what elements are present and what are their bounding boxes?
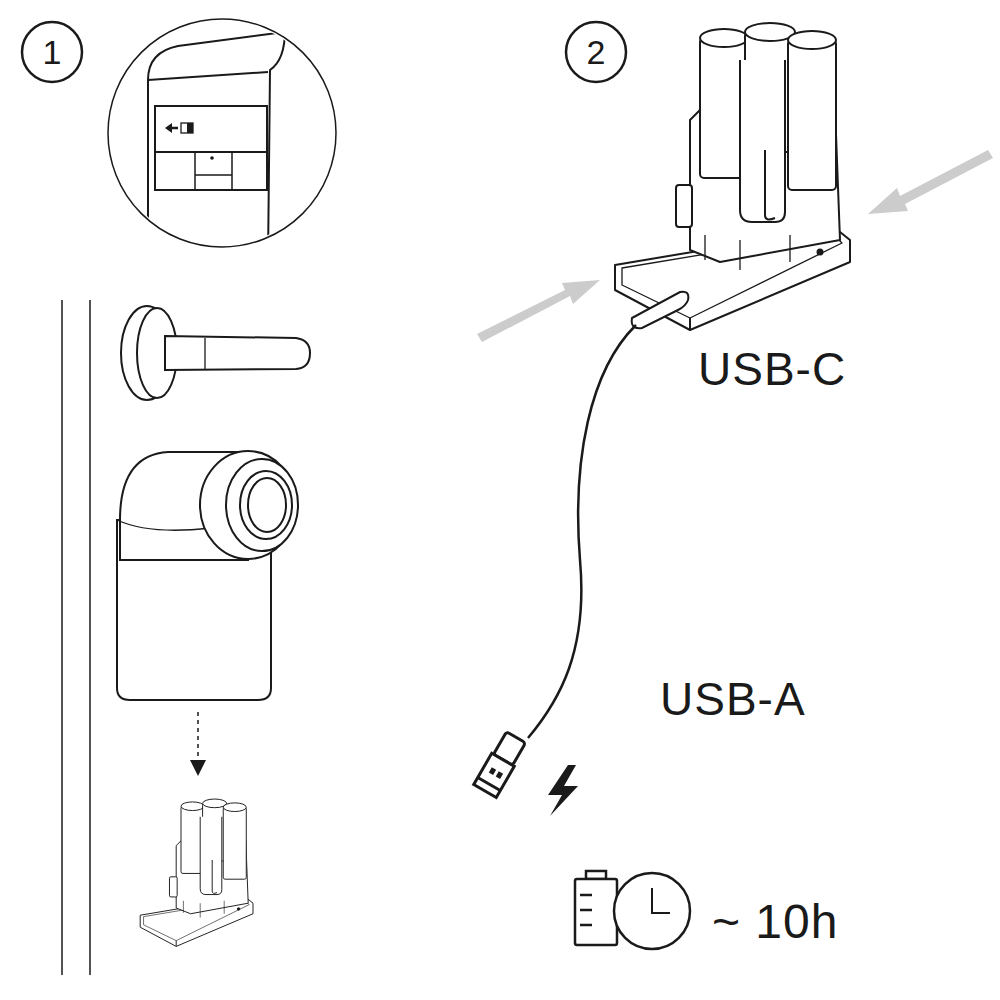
callout-number-text: 1 xyxy=(20,20,84,84)
label-text: USB-C xyxy=(698,346,846,392)
door-handle xyxy=(121,306,310,400)
push-arrow xyxy=(868,150,993,214)
callout-number: 2 xyxy=(564,20,628,84)
arrow-head xyxy=(190,760,206,776)
lightning-icon xyxy=(548,765,578,816)
callout-number: 1 xyxy=(20,20,84,84)
dashed-arrow xyxy=(197,712,199,762)
label-text: USB-A xyxy=(660,676,806,722)
door-edge xyxy=(62,300,90,975)
usb-cable xyxy=(474,292,689,798)
label-text: ~ 10h xyxy=(712,898,838,946)
lock-detail xyxy=(148,30,300,260)
smart-lock xyxy=(117,451,298,700)
battery-pack xyxy=(615,23,850,330)
push-arrow xyxy=(477,280,600,342)
callout-number-text: 2 xyxy=(564,20,628,84)
battery-pack-small xyxy=(140,799,253,946)
detail-circle xyxy=(108,19,336,247)
charge-time-icon xyxy=(575,871,690,949)
